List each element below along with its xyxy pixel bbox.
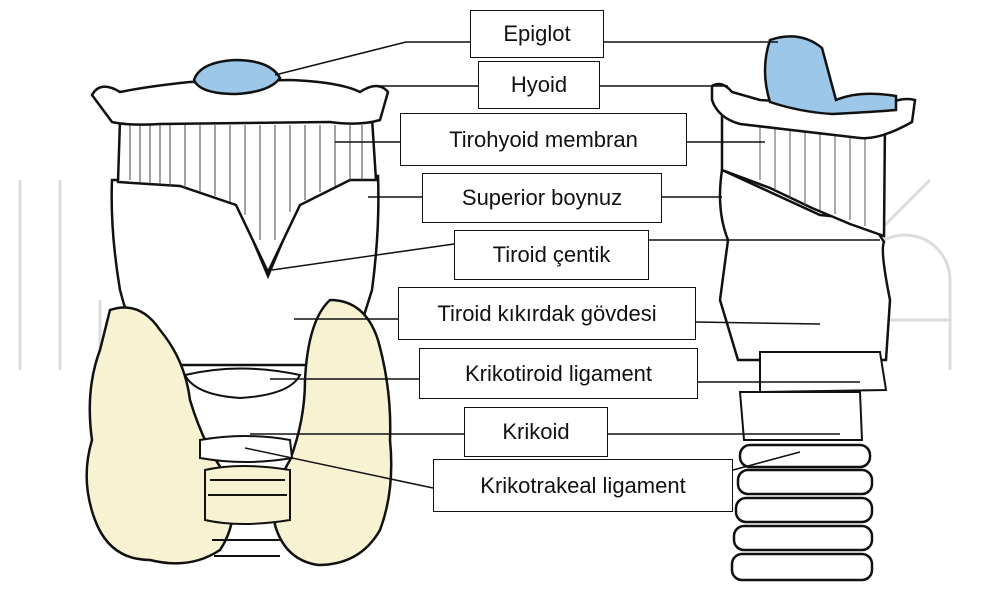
label-hyoid: Hyoid	[478, 61, 600, 109]
right-epiglottis	[765, 36, 896, 114]
left-epiglottis	[194, 60, 280, 94]
right-cricoid	[740, 392, 862, 440]
label-tirohyoid-membran: Tirohyoid membran	[400, 113, 687, 166]
label-epiglot: Epiglot	[470, 10, 604, 58]
right-cricothyroid-ligament	[760, 352, 886, 392]
label-krikoid: Krikoid	[464, 407, 608, 457]
label-tiroid-centik: Tiroid çentik	[454, 230, 649, 280]
label-krikotiroid-ligament: Krikotiroid ligament	[419, 348, 698, 399]
label-superior-boynuz: Superior boynuz	[422, 173, 662, 223]
left-cricothyroid-ligament	[185, 369, 300, 399]
label-krikotrakeal-ligament: Krikotrakeal ligament	[433, 459, 733, 512]
label-tiroid-kikirdak-govdesi: Tiroid kıkırdak gövdesi	[398, 287, 696, 340]
left-cricoid	[200, 436, 292, 462]
